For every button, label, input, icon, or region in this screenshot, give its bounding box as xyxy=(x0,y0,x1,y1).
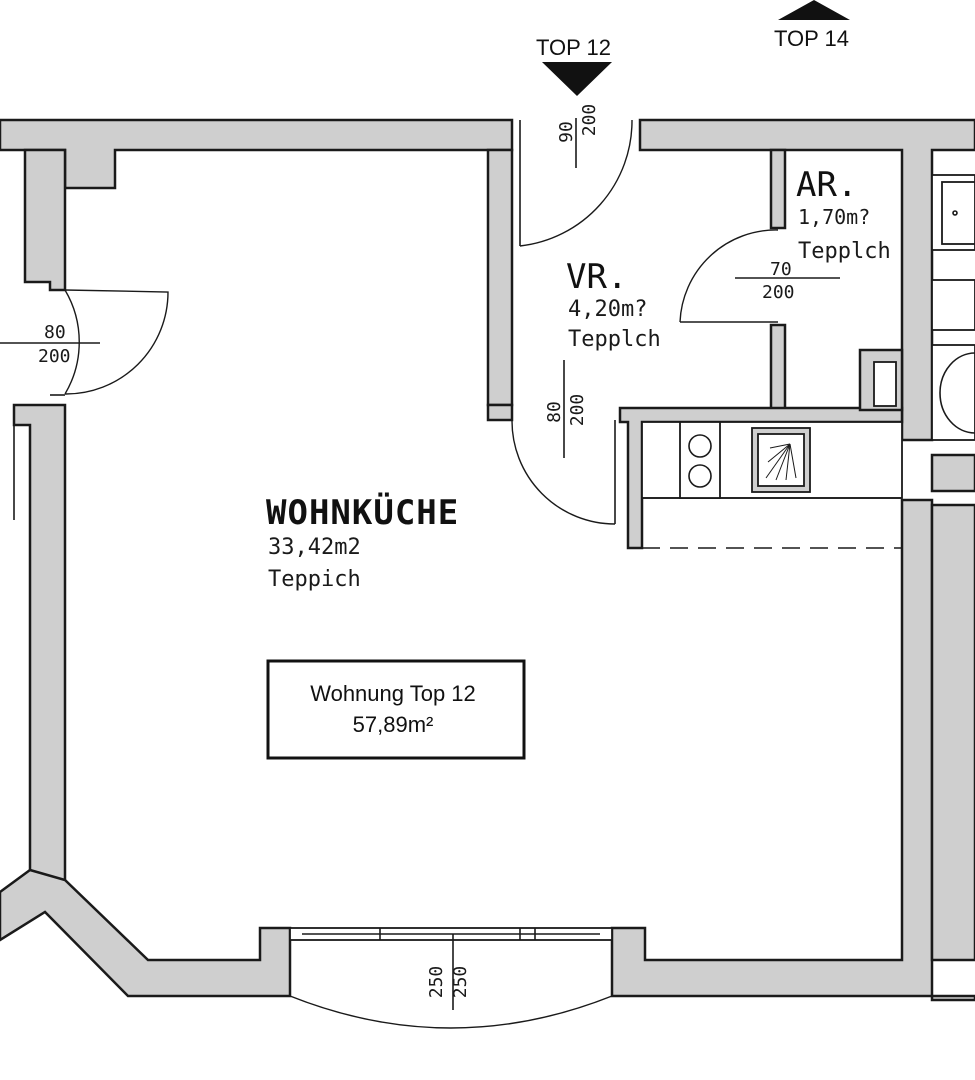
top12-marker-arrow xyxy=(542,62,612,96)
ar-column xyxy=(873,361,897,407)
wall-top-left xyxy=(0,118,514,190)
room-wohnkueche-name: WOHNKÜCHE xyxy=(266,492,459,533)
wall-right-edge-upper xyxy=(930,453,975,493)
balcony-width: 250 xyxy=(426,966,447,999)
ar-door xyxy=(679,229,840,323)
left-door-width: 80 xyxy=(44,322,66,343)
room-vr-floor: Tepplch xyxy=(568,327,661,352)
wall-bottom-diagonal xyxy=(0,868,292,998)
apartment-area: 57,89m² xyxy=(353,712,434,737)
neighbour-toilet xyxy=(939,352,975,434)
kitchen-counter xyxy=(641,421,903,549)
wall-right-edge-lower xyxy=(930,503,975,962)
wall-bottom-right xyxy=(610,498,975,1002)
wall-vr-west-lower xyxy=(486,403,514,422)
top12-label: TOP 12 xyxy=(536,35,611,60)
room-vr-name: VR. xyxy=(566,257,627,297)
sink-drain-lines xyxy=(765,443,797,481)
room-ar-floor: Tepplch xyxy=(798,239,891,264)
room-vr-area: 4,20m? xyxy=(568,297,647,322)
entry-door-width: 90 xyxy=(556,121,577,143)
apartment-info-frame xyxy=(266,659,526,760)
vr-kitchen-door xyxy=(511,360,616,525)
wall-ar-west-upper xyxy=(769,148,787,230)
top14-marker-arrow xyxy=(778,0,850,20)
neighbour-fixtures xyxy=(931,174,975,441)
kitchen-sink-basin xyxy=(757,433,805,487)
room-ar-name: AR. xyxy=(796,165,857,205)
ar-door-height: 200 xyxy=(762,282,795,303)
apartment-title: Wohnung Top 12 xyxy=(310,681,476,706)
stove-burner-bottom xyxy=(688,464,712,488)
room-wohnkueche-floor: Teppich xyxy=(268,567,361,592)
room-wohnkueche-area: 33,42m2 xyxy=(268,535,361,560)
neighbour-toilet-box xyxy=(931,344,975,441)
entry-door xyxy=(519,118,633,247)
left-door-height: 200 xyxy=(38,346,71,367)
room-ar-area: 1,70m? xyxy=(798,205,870,229)
vr-door-width: 80 xyxy=(544,401,565,423)
stove-burner-top xyxy=(688,434,712,458)
apartment-info-box: Wohnung Top 12 57,89m² xyxy=(266,659,526,760)
left-door xyxy=(0,289,169,520)
balcony-height: 250 xyxy=(450,966,471,999)
balcony-window xyxy=(289,927,613,1029)
ar-door-width: 70 xyxy=(770,259,792,280)
neighbour-cabinet xyxy=(931,279,975,331)
wall-left-lower xyxy=(12,403,67,882)
wall-vr-west xyxy=(486,148,514,407)
top14-label: TOP 14 xyxy=(774,26,849,51)
vr-door-height: 200 xyxy=(567,394,588,427)
entry-door-height: 200 xyxy=(579,104,600,137)
wall-ar-west-lower xyxy=(769,323,787,412)
neighbour-sink-inner xyxy=(941,181,975,245)
neighbour-sink-drain xyxy=(952,210,958,216)
wall-left-upper xyxy=(23,148,67,292)
